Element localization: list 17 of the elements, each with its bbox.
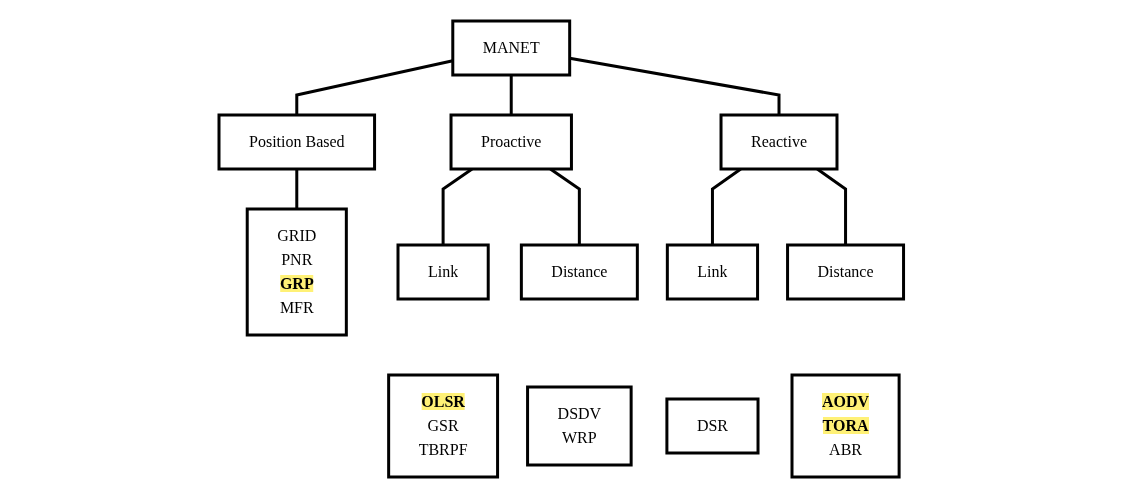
node-box: MANET — [451, 19, 571, 77]
node-box: Position Based — [217, 113, 376, 171]
node-box: Link — [396, 243, 490, 301]
node-box: Reactive — [719, 113, 839, 171]
node-box: DSDV WRP — [525, 385, 633, 467]
node-box: Distance — [785, 243, 905, 301]
node-box: DSR — [665, 397, 760, 455]
connector — [295, 169, 298, 209]
node-box: GRID PNR GRP MFR — [245, 207, 348, 337]
node-box: AODV TORA ABR — [790, 373, 901, 479]
node-box: Distance — [519, 243, 639, 301]
connector — [569, 56, 781, 115]
node-box: OLSR GSR TBRPF — [386, 373, 499, 479]
node-box: Link — [665, 243, 759, 301]
node-box: Proactive — [449, 113, 573, 171]
connector — [509, 75, 513, 115]
connector — [295, 59, 453, 115]
